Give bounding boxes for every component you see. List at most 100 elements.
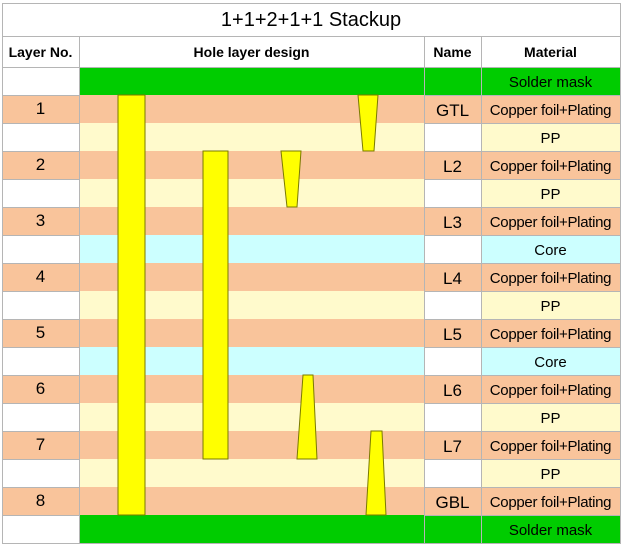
row-6-material: Core xyxy=(481,235,620,263)
grid-row-line xyxy=(2,151,79,152)
row-10-material: Core xyxy=(481,347,620,375)
grid-row-line xyxy=(2,123,79,124)
row-8-material: PP xyxy=(481,291,620,319)
row-2-material: PP xyxy=(481,123,620,151)
buried-via-2-7 xyxy=(202,150,229,460)
row-5-layer-name: L3 xyxy=(424,207,481,235)
grid-col-line xyxy=(424,36,425,543)
row-13-layer-number: 7 xyxy=(2,431,79,459)
row-12-layer-number xyxy=(2,403,79,431)
grid-left xyxy=(2,3,3,544)
grid-row-line xyxy=(424,263,621,264)
row-9-material: Copper foil+Plating xyxy=(481,319,620,347)
grid-row-line xyxy=(2,403,79,404)
row-11-layer-number: 6 xyxy=(2,375,79,403)
row-14-layer-name xyxy=(424,459,481,487)
row-15-layer-number: 8 xyxy=(2,487,79,515)
row-4-material: PP xyxy=(481,179,620,207)
row-1-layer-number: 1 xyxy=(2,95,79,123)
grid-row-line xyxy=(424,375,621,376)
row-15-material: Copper foil+Plating xyxy=(481,487,620,515)
row-3-material: Copper foil+Plating xyxy=(481,151,620,179)
grid-row-line xyxy=(2,487,79,488)
header-hole-layer-design: Hole layer design xyxy=(193,43,310,60)
grid-col-line xyxy=(79,36,80,543)
row-3-layer-number: 2 xyxy=(2,151,79,179)
grid-right xyxy=(620,3,621,544)
row-10-layer-name xyxy=(424,347,481,375)
row-9-layer-name: L5 xyxy=(424,319,481,347)
row-6-layer-number xyxy=(2,235,79,263)
row-10-layer-number xyxy=(2,347,79,375)
row-14-material: PP xyxy=(481,459,620,487)
grid-row-line xyxy=(424,179,621,180)
grid-row-line xyxy=(2,95,79,96)
row-14-layer-number xyxy=(2,459,79,487)
grid-row-line xyxy=(424,319,621,320)
row-2-layer-name xyxy=(424,123,481,151)
row-1-material: Copper foil+Plating xyxy=(481,95,620,123)
row-5-material: Copper foil+Plating xyxy=(481,207,620,235)
row-16-layer-name xyxy=(424,515,481,543)
grid-row-line xyxy=(2,431,79,432)
row-8-layer-number xyxy=(2,291,79,319)
row-0-layer-name xyxy=(424,67,481,95)
row-4-layer-name xyxy=(424,179,481,207)
grid-row-line xyxy=(424,291,621,292)
row-7-layer-number: 4 xyxy=(2,263,79,291)
row-13-layer-name: L7 xyxy=(424,431,481,459)
grid-header-bottom xyxy=(2,67,621,68)
row-11-material: Copper foil+Plating xyxy=(481,375,620,403)
through-hole-1-8 xyxy=(117,94,146,516)
row-4-layer-number xyxy=(2,179,79,207)
row-3-layer-name: L2 xyxy=(424,151,481,179)
grid-row-line xyxy=(424,459,621,460)
grid-row-line xyxy=(424,123,621,124)
grid-row-line xyxy=(424,431,621,432)
header-material: Material xyxy=(524,43,577,60)
grid-row-line xyxy=(2,515,79,516)
row-6-layer-name xyxy=(424,235,481,263)
row-5-layer-number: 3 xyxy=(2,207,79,235)
grid-row-line xyxy=(424,95,621,96)
grid-row-line xyxy=(2,263,79,264)
grid-row-line xyxy=(2,375,79,376)
header-layer-no: Layer No. xyxy=(8,43,73,60)
row-12-material: PP xyxy=(481,403,620,431)
row-0-mask-band xyxy=(79,67,424,95)
grid-col-line xyxy=(481,36,482,543)
row-0-material: Solder mask xyxy=(481,67,620,95)
row-2-layer-number xyxy=(2,123,79,151)
row-7-material: Copper foil+Plating xyxy=(481,263,620,291)
row-8-layer-name xyxy=(424,291,481,319)
row-15-layer-name: GBL xyxy=(424,487,481,515)
microvia-2-3 xyxy=(280,150,302,208)
grid-row-line xyxy=(424,235,621,236)
row-16-mask-band xyxy=(79,515,424,543)
grid-top xyxy=(2,3,621,4)
grid-row-line xyxy=(424,403,621,404)
microvia-7-8 xyxy=(365,430,387,516)
grid-row-line xyxy=(2,179,79,180)
header-name: Name xyxy=(433,43,472,60)
row-12-layer-name xyxy=(424,403,481,431)
grid-row-line xyxy=(2,235,79,236)
grid-row-line xyxy=(2,291,79,292)
grid-row-line xyxy=(2,347,79,348)
grid-row-line xyxy=(2,459,79,460)
diagram-title: 1+1+2+1+1 Stackup xyxy=(220,8,402,31)
row-0-layer-number xyxy=(2,67,79,95)
row-16-layer-number xyxy=(2,515,79,543)
row-16-material: Solder mask xyxy=(481,515,620,543)
grid-row-line xyxy=(424,151,621,152)
grid-bottom xyxy=(2,543,621,544)
row-7-layer-name: L4 xyxy=(424,263,481,291)
row-11-layer-name: L6 xyxy=(424,375,481,403)
grid-row-line xyxy=(424,207,621,208)
grid-row-line xyxy=(424,487,621,488)
grid-row-line xyxy=(424,347,621,348)
row-1-layer-name: GTL xyxy=(424,95,481,123)
row-9-layer-number: 5 xyxy=(2,319,79,347)
